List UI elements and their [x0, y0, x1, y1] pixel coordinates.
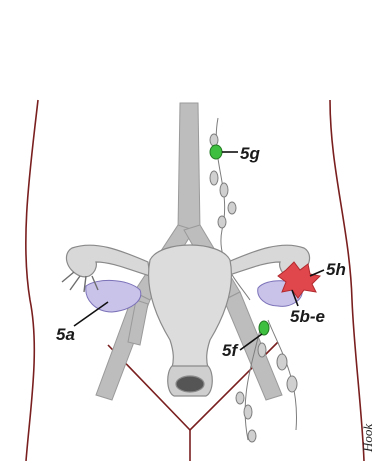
uterus-body	[149, 245, 232, 368]
label-5be: 5b-e	[290, 307, 325, 326]
node-5f	[259, 321, 269, 335]
right-torso-edge	[330, 100, 364, 461]
cervical-os	[176, 376, 204, 392]
lymph-node	[244, 405, 252, 419]
node-5g	[210, 145, 222, 159]
label-5f: 5f	[222, 341, 239, 360]
lymph-node	[248, 430, 256, 442]
lymph-node	[277, 354, 287, 370]
lymph-node	[210, 171, 218, 185]
left-fallopian-tube	[66, 245, 150, 277]
lymph-node	[228, 202, 236, 214]
label-5h: 5h	[326, 260, 346, 279]
lymph-node	[218, 216, 226, 228]
lymph-node	[287, 376, 297, 392]
lymph-node	[220, 183, 228, 197]
left-torso-edge	[26, 100, 38, 461]
leader-5a	[74, 302, 108, 326]
lymph-node	[210, 134, 218, 146]
aorta	[178, 103, 200, 230]
label-5g: 5g	[240, 144, 260, 163]
artist-signature: Hook	[360, 424, 375, 453]
lymph-node	[236, 392, 244, 404]
lymph-node	[258, 343, 266, 357]
label-5a: 5a	[56, 325, 75, 344]
